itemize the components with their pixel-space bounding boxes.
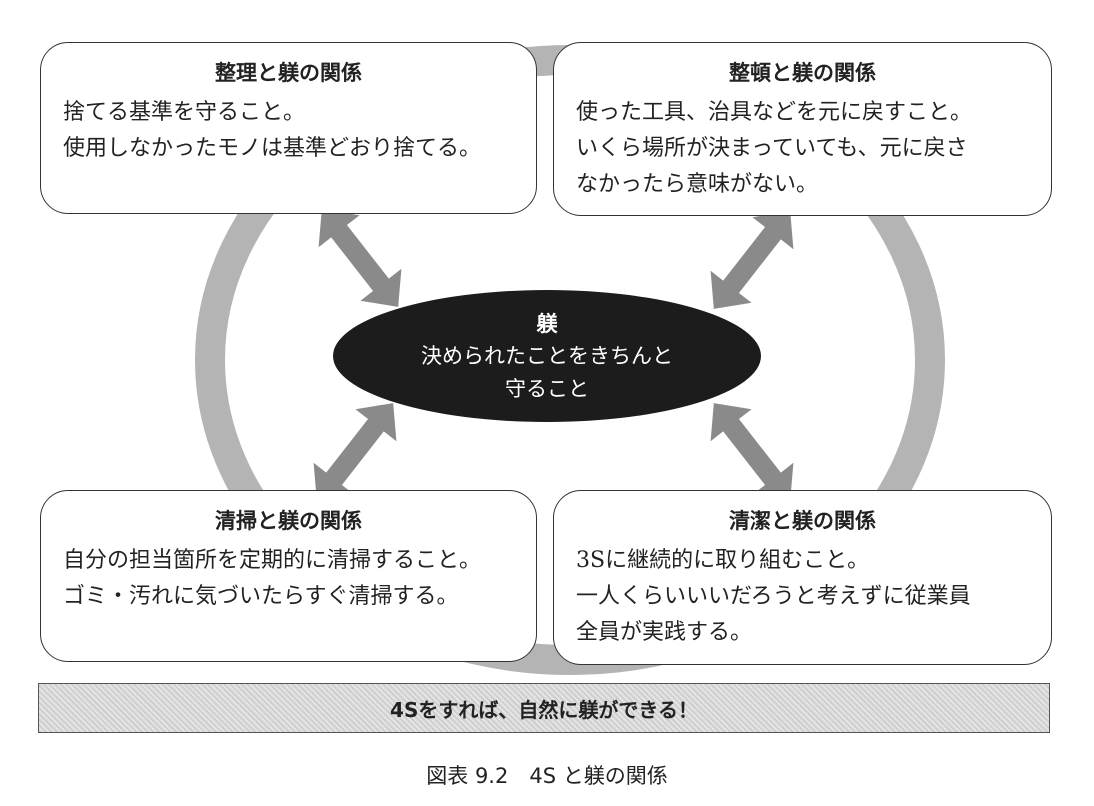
box-text: 使った工具、治具などを元に戻すこと。 (576, 100, 973, 125)
box-text: 捨てる基準を守ること。 (63, 100, 306, 125)
box-seiton: 整頓と躾の関係 使った工具、治具などを元に戻すこと。 いくら場所が決まっていても… (553, 42, 1052, 216)
box-text: 3Sに継続的に取り組むこと。 (576, 548, 870, 573)
box-text: 使用しなかったモノは基準どおり捨てる。 (63, 136, 482, 161)
box-text: 全員が実践する。 (576, 620, 753, 645)
box-text: なかったら意味がない。 (576, 172, 819, 197)
double-arrow-icon (710, 403, 794, 501)
figure-caption: 図表 9.2 4S と躾の関係 (426, 764, 668, 788)
double-arrow-icon (710, 211, 794, 309)
center-text: 決められたことをきちんと (421, 343, 673, 368)
box-text: ゴミ・汚れに気づいたらすぐ清掃する。 (63, 584, 459, 609)
summary-banner: 4Sをすれば、自然に躾ができる！ (38, 683, 1050, 733)
box-seiso: 清掃と躾の関係 自分の担当箇所を定期的に清掃すること。 ゴミ・汚れに気づいたらす… (40, 490, 537, 662)
box-text: 一人くらいいいだろうと考えずに従業員 (576, 584, 971, 609)
arrows (313, 209, 794, 501)
center-text: 守ること (505, 376, 589, 401)
box-seiri: 整理と躾の関係 捨てる基準を守ること。 使用しなかったモノは基準どおり捨てる。 (40, 42, 537, 214)
box-title: 整理と躾の関係 (215, 61, 362, 85)
box-title: 清潔と躾の関係 (729, 509, 876, 533)
box-seiketsu: 清潔と躾の関係 3Sに継続的に取り組むこと。 一人くらいいいだろうと考えずに従業… (553, 490, 1052, 665)
box-title: 清掃と躾の関係 (215, 509, 362, 533)
double-arrow-icon (313, 403, 397, 501)
box-text: いくら場所が決まっていても、元に戻さ (576, 136, 968, 161)
center-ellipse (333, 290, 761, 422)
center-label: 躾 決められたことをきちんと 守ること (333, 290, 761, 422)
box-title: 整頓と躾の関係 (729, 61, 876, 85)
double-arrow-icon (318, 209, 402, 307)
box-text: 自分の担当箇所を定期的に清掃すること。 (63, 548, 482, 573)
center-title: 躾 (536, 310, 558, 336)
